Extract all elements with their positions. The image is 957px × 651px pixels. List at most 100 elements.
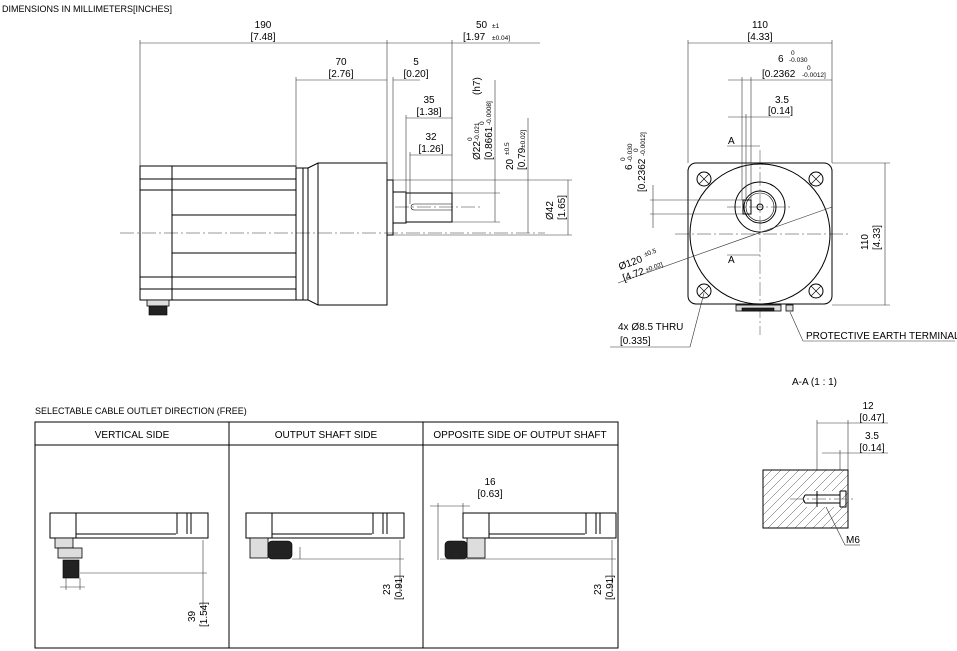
vkey-in-tol-upper: 0 bbox=[633, 148, 640, 152]
dim-35-in: [1.38] bbox=[416, 107, 441, 118]
opposite-side-dim-mm: 23 bbox=[593, 583, 604, 595]
vertical-side-dim-in: [1.54] bbox=[199, 602, 210, 627]
dim-42-mm: Ø42 bbox=[545, 201, 556, 220]
tapped-hole bbox=[756, 203, 764, 211]
shaft-offset-label: 20 ±0.5 [0.79 ±0.02] bbox=[504, 130, 528, 170]
front-height-mm: 110 bbox=[860, 234, 871, 250]
key-depth-mm: 3.5 bbox=[775, 95, 789, 106]
dim-70-mm: 70 bbox=[335, 57, 347, 68]
section-view: A-A (1 : 1) 12 [0.47] 3.5 [0.14] M6 bbox=[762, 377, 888, 546]
hatch-line bbox=[830, 510, 849, 529]
dim-50-tol: ±1 bbox=[492, 23, 500, 30]
col-header-output-shaft-side: OUTPUT SHAFT SIDE bbox=[275, 430, 378, 441]
thread-label: M6 bbox=[846, 535, 860, 546]
hatch-line bbox=[762, 469, 818, 525]
output-shaft bbox=[386, 179, 453, 236]
hub-circle bbox=[734, 181, 786, 233]
opposite-side-extra-in: [0.63] bbox=[477, 489, 502, 500]
dim-35-mm: 35 bbox=[423, 95, 435, 106]
dim-70-in: [2.76] bbox=[328, 69, 353, 80]
dim-20-in: [0.79 bbox=[517, 147, 528, 170]
side-dimensions bbox=[139, 40, 572, 236]
dim-22-tol-lower: -0.021 bbox=[474, 122, 481, 141]
key-depth-in: [0.14] bbox=[768, 106, 793, 117]
hatch-line bbox=[839, 519, 849, 529]
dim-22-in-tol-upper: 0 bbox=[479, 121, 486, 125]
dim-22-in-tol-lower: -0.0008] bbox=[486, 101, 493, 125]
output-shaft-dim-in: [0.91] bbox=[394, 575, 405, 600]
dim-190-in: [7.48] bbox=[250, 32, 275, 43]
shaft-circle bbox=[743, 190, 777, 224]
mounting-hole-icon bbox=[696, 171, 712, 187]
shaft-diameter-label: Ø22 0 -0.021 (h7) [0.8661 0 -0.0008] bbox=[467, 77, 495, 160]
mounting-hole-icon bbox=[808, 283, 824, 299]
section-mark-top: A bbox=[728, 136, 735, 147]
keyway bbox=[410, 203, 452, 211]
section-cb-mm: 3.5 bbox=[865, 431, 879, 442]
section-depth-in: [0.47] bbox=[859, 413, 884, 424]
key-width-tol-lower: -0.030 bbox=[789, 57, 808, 64]
earth-terminal bbox=[785, 304, 794, 312]
mounting-holes bbox=[696, 171, 824, 299]
mounting-hole-icon bbox=[696, 283, 712, 299]
holes-in: [0.335] bbox=[620, 336, 651, 347]
drawing-header: DIMENSIONS IN MILLIMETERS[INCHES] bbox=[2, 4, 172, 14]
dim-50-in-tol: ±0.04] bbox=[492, 35, 510, 42]
hatch-line bbox=[762, 469, 800, 507]
dim-22-tol-upper: 0 bbox=[467, 137, 474, 141]
dim-20-tol: ±0.5 bbox=[504, 142, 511, 155]
dim-20-mm: 20 bbox=[505, 158, 516, 170]
dim-22-mm: Ø22 bbox=[472, 141, 483, 160]
vertical-side-dim-mm: 39 bbox=[187, 610, 198, 622]
key-width-mm: 6 bbox=[778, 54, 784, 65]
vkey-mm: 6 bbox=[624, 164, 635, 170]
bolt-circle-label: Ø120 ±0.5 [4.72 ±0.02] bbox=[617, 248, 665, 285]
front-width-in: [4.33] bbox=[747, 32, 772, 43]
mounting-hole-icon bbox=[808, 171, 824, 187]
hatch-line bbox=[762, 469, 782, 489]
earth-terminal-label: PROTECTIVE EARTH TERMINAL M4 bbox=[806, 331, 957, 342]
dim-32-in: [1.26] bbox=[418, 144, 443, 155]
vkey-in: [0.2362 bbox=[637, 158, 648, 192]
dim-42-in: [1.65] bbox=[557, 195, 568, 220]
bolt-circle-tol: ±0.5 bbox=[643, 248, 658, 259]
gearhead-circle bbox=[689, 163, 831, 305]
cable-table-title: SELECTABLE CABLE OUTLET DIRECTION (FREE) bbox=[35, 406, 247, 416]
dim-32-mm: 32 bbox=[425, 132, 437, 143]
section-cb-in: [0.14] bbox=[859, 443, 884, 454]
cable-outlet-table: SELECTABLE CABLE OUTLET DIRECTION (FREE)… bbox=[34, 406, 619, 649]
col-header-vertical-side: VERTICAL SIDE bbox=[95, 430, 170, 441]
holes-mm: 4x Ø8.5 THRU bbox=[618, 322, 683, 333]
dim-50-in: [1.97 bbox=[463, 32, 486, 43]
front-connector bbox=[735, 304, 794, 312]
hatch-line bbox=[762, 469, 791, 498]
front-height-in: [4.33] bbox=[872, 225, 883, 250]
bolt-circle-in-tol: ±0.02] bbox=[645, 261, 665, 274]
vertical-key-width-label: 6 0 -0.030 [0.2362 0 -0.0012] bbox=[620, 132, 648, 192]
section-title: A-A (1 : 1) bbox=[792, 377, 837, 388]
dim-190-mm: 190 bbox=[255, 20, 272, 31]
vkey-in-tol-lower: -0.0012] bbox=[640, 132, 647, 156]
dim-5-mm: 5 bbox=[413, 57, 419, 68]
side-view: 190 [7.48] 70 [2.76] 5 [0.20] 50 ±1 [1.9… bbox=[120, 20, 572, 316]
key-width-in: [0.2362 bbox=[762, 69, 796, 80]
hatch-line bbox=[762, 469, 773, 480]
pilot-diameter-label: Ø42 [1.65] bbox=[545, 195, 568, 220]
hatch-line bbox=[762, 469, 809, 516]
front-view: 110 [4.33] 6 0 -0.030 [0.2362 0 -0.0012]… bbox=[610, 20, 957, 348]
vertical-side-drawing bbox=[49, 512, 209, 612]
col-header-opposite-side: OPPOSITE SIDE OF OUTPUT SHAFT bbox=[433, 430, 606, 441]
output-shaft-dim-mm: 23 bbox=[382, 583, 393, 595]
dim-22-in: [0.8661 bbox=[484, 126, 495, 160]
front-width-mm: 110 bbox=[752, 20, 768, 31]
dim-20-in-tol: ±0.02] bbox=[520, 130, 527, 148]
dim-22-fit: (h7) bbox=[472, 77, 483, 95]
key bbox=[742, 199, 752, 215]
opposite-side-drawing bbox=[430, 503, 617, 593]
output-shaft-side-drawing bbox=[245, 512, 405, 593]
opposite-side-dim-in: [0.91] bbox=[605, 575, 616, 600]
gearhead bbox=[295, 162, 388, 306]
dim-5-in: [0.20] bbox=[403, 69, 428, 80]
key-width-tol-upper: 0 bbox=[791, 50, 795, 57]
